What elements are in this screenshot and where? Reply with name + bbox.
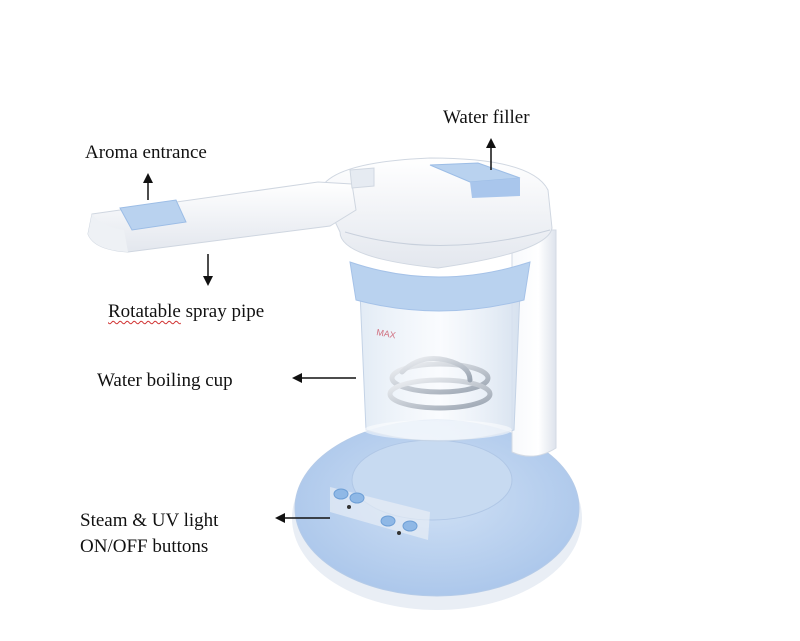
label-buttons-line1: Steam & UV light <box>80 510 219 531</box>
cup-max-marking: MAX <box>376 327 397 340</box>
label-aroma-entrance: Aroma entrance <box>85 142 207 163</box>
spray-pipe <box>87 167 375 253</box>
uv-light-button[interactable] <box>380 515 396 527</box>
uv-indicator <box>397 531 401 535</box>
label-spray-pipe-words: spray pipe <box>180 301 265 322</box>
steam-button-2[interactable] <box>349 492 365 504</box>
base-plate <box>292 419 582 610</box>
uv-light-button-2[interactable] <box>402 520 418 532</box>
label-rotatable-word: Rotatable <box>108 301 181 322</box>
arrow-left-buttons <box>275 513 330 523</box>
label-rotatable-spray-pipe: Rotatable spray pipe <box>108 299 264 325</box>
steamer-head <box>319 157 553 269</box>
control-panel <box>330 487 430 540</box>
aroma-entrance-pad <box>119 199 187 231</box>
label-water-filler: Water filler <box>443 107 530 128</box>
label-buttons-line2: ON/OFF buttons <box>80 536 209 557</box>
arrow-up-aroma-entrance <box>143 173 153 200</box>
arrow-left-boiling-cup <box>292 373 356 383</box>
callout-arrows <box>143 138 496 523</box>
arrow-down-spray-pipe <box>203 254 213 286</box>
support-post <box>511 229 557 457</box>
label-water-boiling-cup: Water boiling cup <box>97 370 233 391</box>
steam-button[interactable] <box>333 488 349 500</box>
water-boiling-cup: MAX <box>359 291 521 442</box>
blue-collar <box>349 261 531 312</box>
arrow-up-water-filler <box>486 138 496 170</box>
heating-coil <box>387 327 493 411</box>
steam-indicator <box>347 505 351 509</box>
